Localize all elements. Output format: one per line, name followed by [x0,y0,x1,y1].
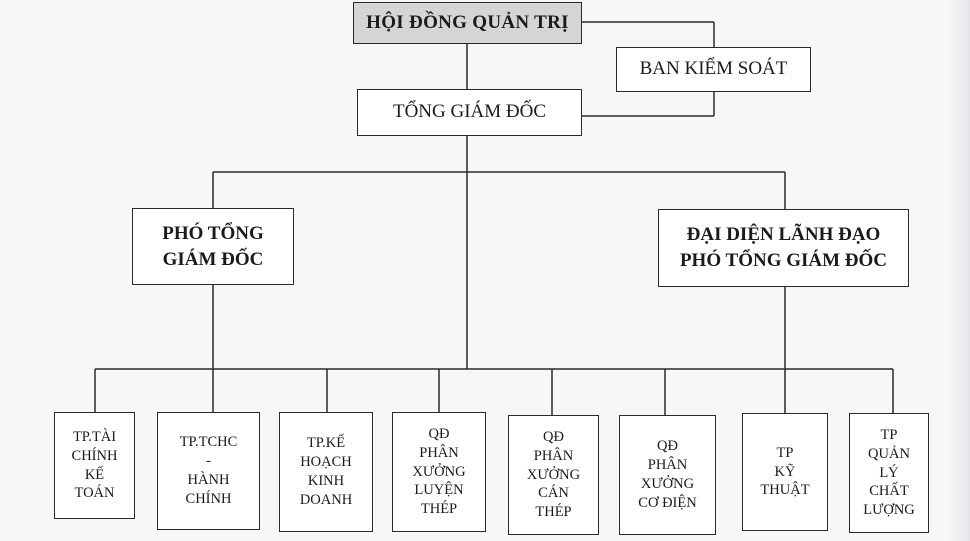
dept-technical-box: TP KỸ THUẬT [742,413,828,531]
dept-label: QĐ PHÂN XƯỞNG LUYỆN THÉP [412,425,466,518]
dept-label: TP QUẢN LÝ CHẤT LƯỢNG [863,426,915,519]
board-of-directors-box: HỘI ĐỒNG QUẢN TRỊ [353,2,582,44]
dept-mechanical-electrical-box: QĐ PHÂN XƯỞNG CƠ ĐIỆN [619,415,716,535]
deputy-right-label: ĐẠI DIỆN LÃNH ĐẠO PHÓ TỔNG GIÁM ĐỐC [679,224,888,271]
dept-label: TP.KẾ HOẠCH KINH DOANH [299,435,353,508]
dept-label: TP.TCHC - HÀNH CHÍNH [179,434,238,507]
deputy-representative-box: ĐẠI DIỆN LÃNH ĐẠO PHÓ TỔNG GIÁM ĐỐC [658,209,909,287]
ceo-box: TỔNG GIÁM ĐỐC [357,89,582,136]
board-label: HỘI ĐỒNG QUẢN TRỊ [366,11,569,33]
dept-quality-box: TP QUẢN LÝ CHẤT LƯỢNG [849,413,929,533]
dept-label: QĐ PHÂN XƯỞNG CƠ ĐIỆN [638,438,697,511]
supervisory-board-box: BAN KIỂM SOÁT [616,47,811,92]
dept-finance-box: TP.TÀI CHÍNH KẾ TOÁN [54,412,135,519]
deputy-left-label: PHÓ TỔNG GIÁM ĐỐC [162,222,264,270]
supervisory-label: BAN KIỂM SOÁT [639,58,788,80]
dept-label: TP KỸ THUẬT [760,444,810,499]
deputy-director-box: PHÓ TỔNG GIÁM ĐỐC [132,208,294,285]
dept-admin-box: TP.TCHC - HÀNH CHÍNH [157,412,260,530]
dept-label: TP.TÀI CHÍNH KẾ TOÁN [71,428,118,502]
scan-edge [948,0,970,541]
ceo-label: TỔNG GIÁM ĐỐC [392,101,547,123]
dept-planning-box: TP.KẾ HOẠCH KINH DOANH [279,412,373,532]
dept-label: QĐ PHÂN XƯỞNG CÁN THÉP [526,428,581,521]
dept-rolling-box: QĐ PHÂN XƯỞNG CÁN THÉP [508,415,599,535]
dept-steelmaking-box: QĐ PHÂN XƯỞNG LUYỆN THÉP [392,412,486,532]
